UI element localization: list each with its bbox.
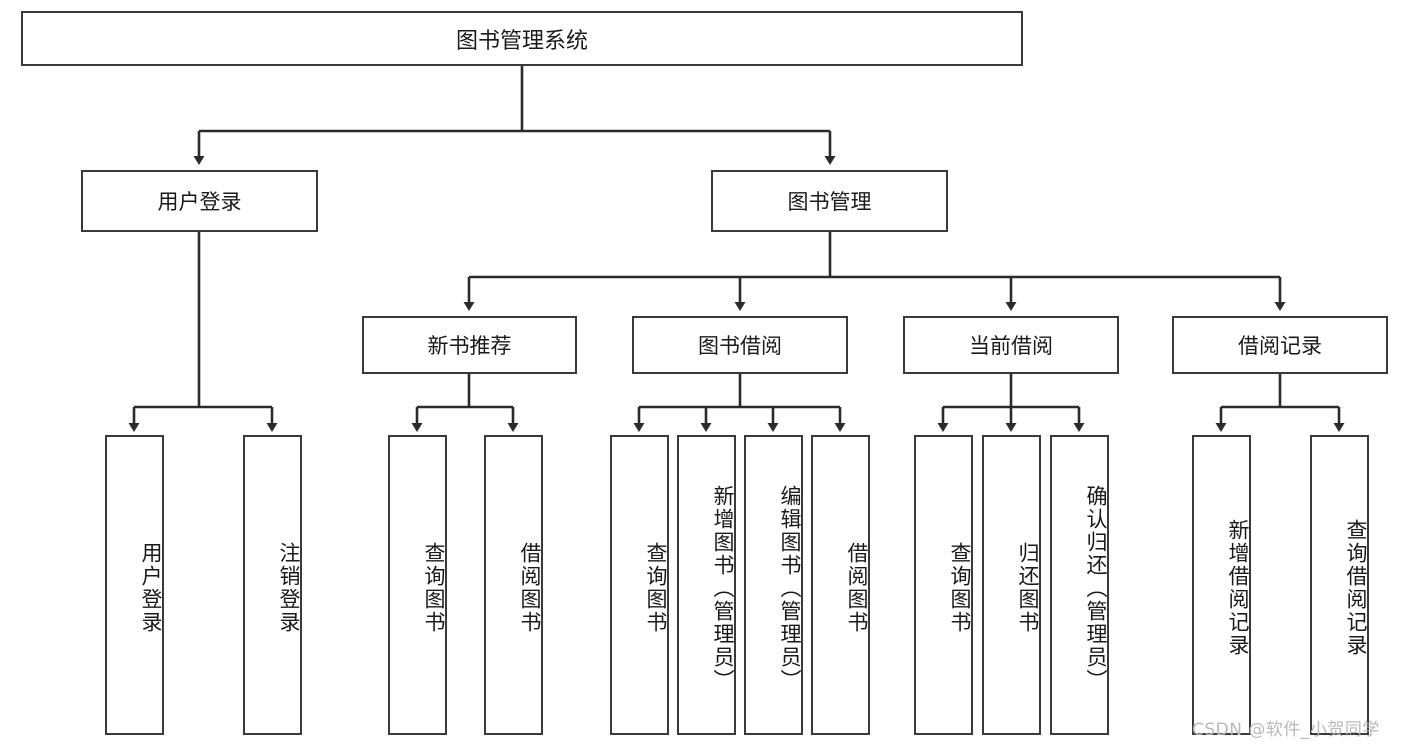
- csdn-watermark: CSDN @软件_小贺同学: [1192, 720, 1380, 740]
- node-book-management[interactable]: 图书管理: [711, 170, 948, 232]
- leaf-confirm-return-admin[interactable]: 确认归还（管理员）: [1050, 435, 1109, 735]
- node-root[interactable]: 图书管理系统: [21, 11, 1023, 66]
- node-book-borrow[interactable]: 图书借阅: [632, 316, 848, 374]
- leaf-return-book[interactable]: 归还图书: [982, 435, 1041, 735]
- leaf-edit-book-admin[interactable]: 编辑图书（管理员）: [744, 435, 803, 735]
- node-user-login[interactable]: 用户登录: [81, 170, 318, 232]
- node-current-borrow[interactable]: 当前借阅: [903, 316, 1119, 374]
- leaf-borrow-book-recommend[interactable]: 借阅图书: [484, 435, 543, 735]
- leaf-add-borrow-record[interactable]: 新增借阅记录: [1192, 435, 1251, 735]
- leaf-query-book-recommend[interactable]: 查询图书: [388, 435, 447, 735]
- leaf-query-book-borrow[interactable]: 查询图书: [610, 435, 669, 735]
- leaf-query-book-current[interactable]: 查询图书: [914, 435, 973, 735]
- node-borrow-record[interactable]: 借阅记录: [1172, 316, 1388, 374]
- leaf-add-book-admin[interactable]: 新增图书（管理员）: [677, 435, 736, 735]
- leaf-borrow-book[interactable]: 借阅图书: [811, 435, 870, 735]
- leaf-logout[interactable]: 注销登录: [243, 435, 302, 735]
- leaf-user-login[interactable]: 用户登录: [105, 435, 164, 735]
- leaf-query-borrow-record[interactable]: 查询借阅记录: [1310, 435, 1369, 735]
- node-new-book-recommend[interactable]: 新书推荐: [362, 316, 577, 374]
